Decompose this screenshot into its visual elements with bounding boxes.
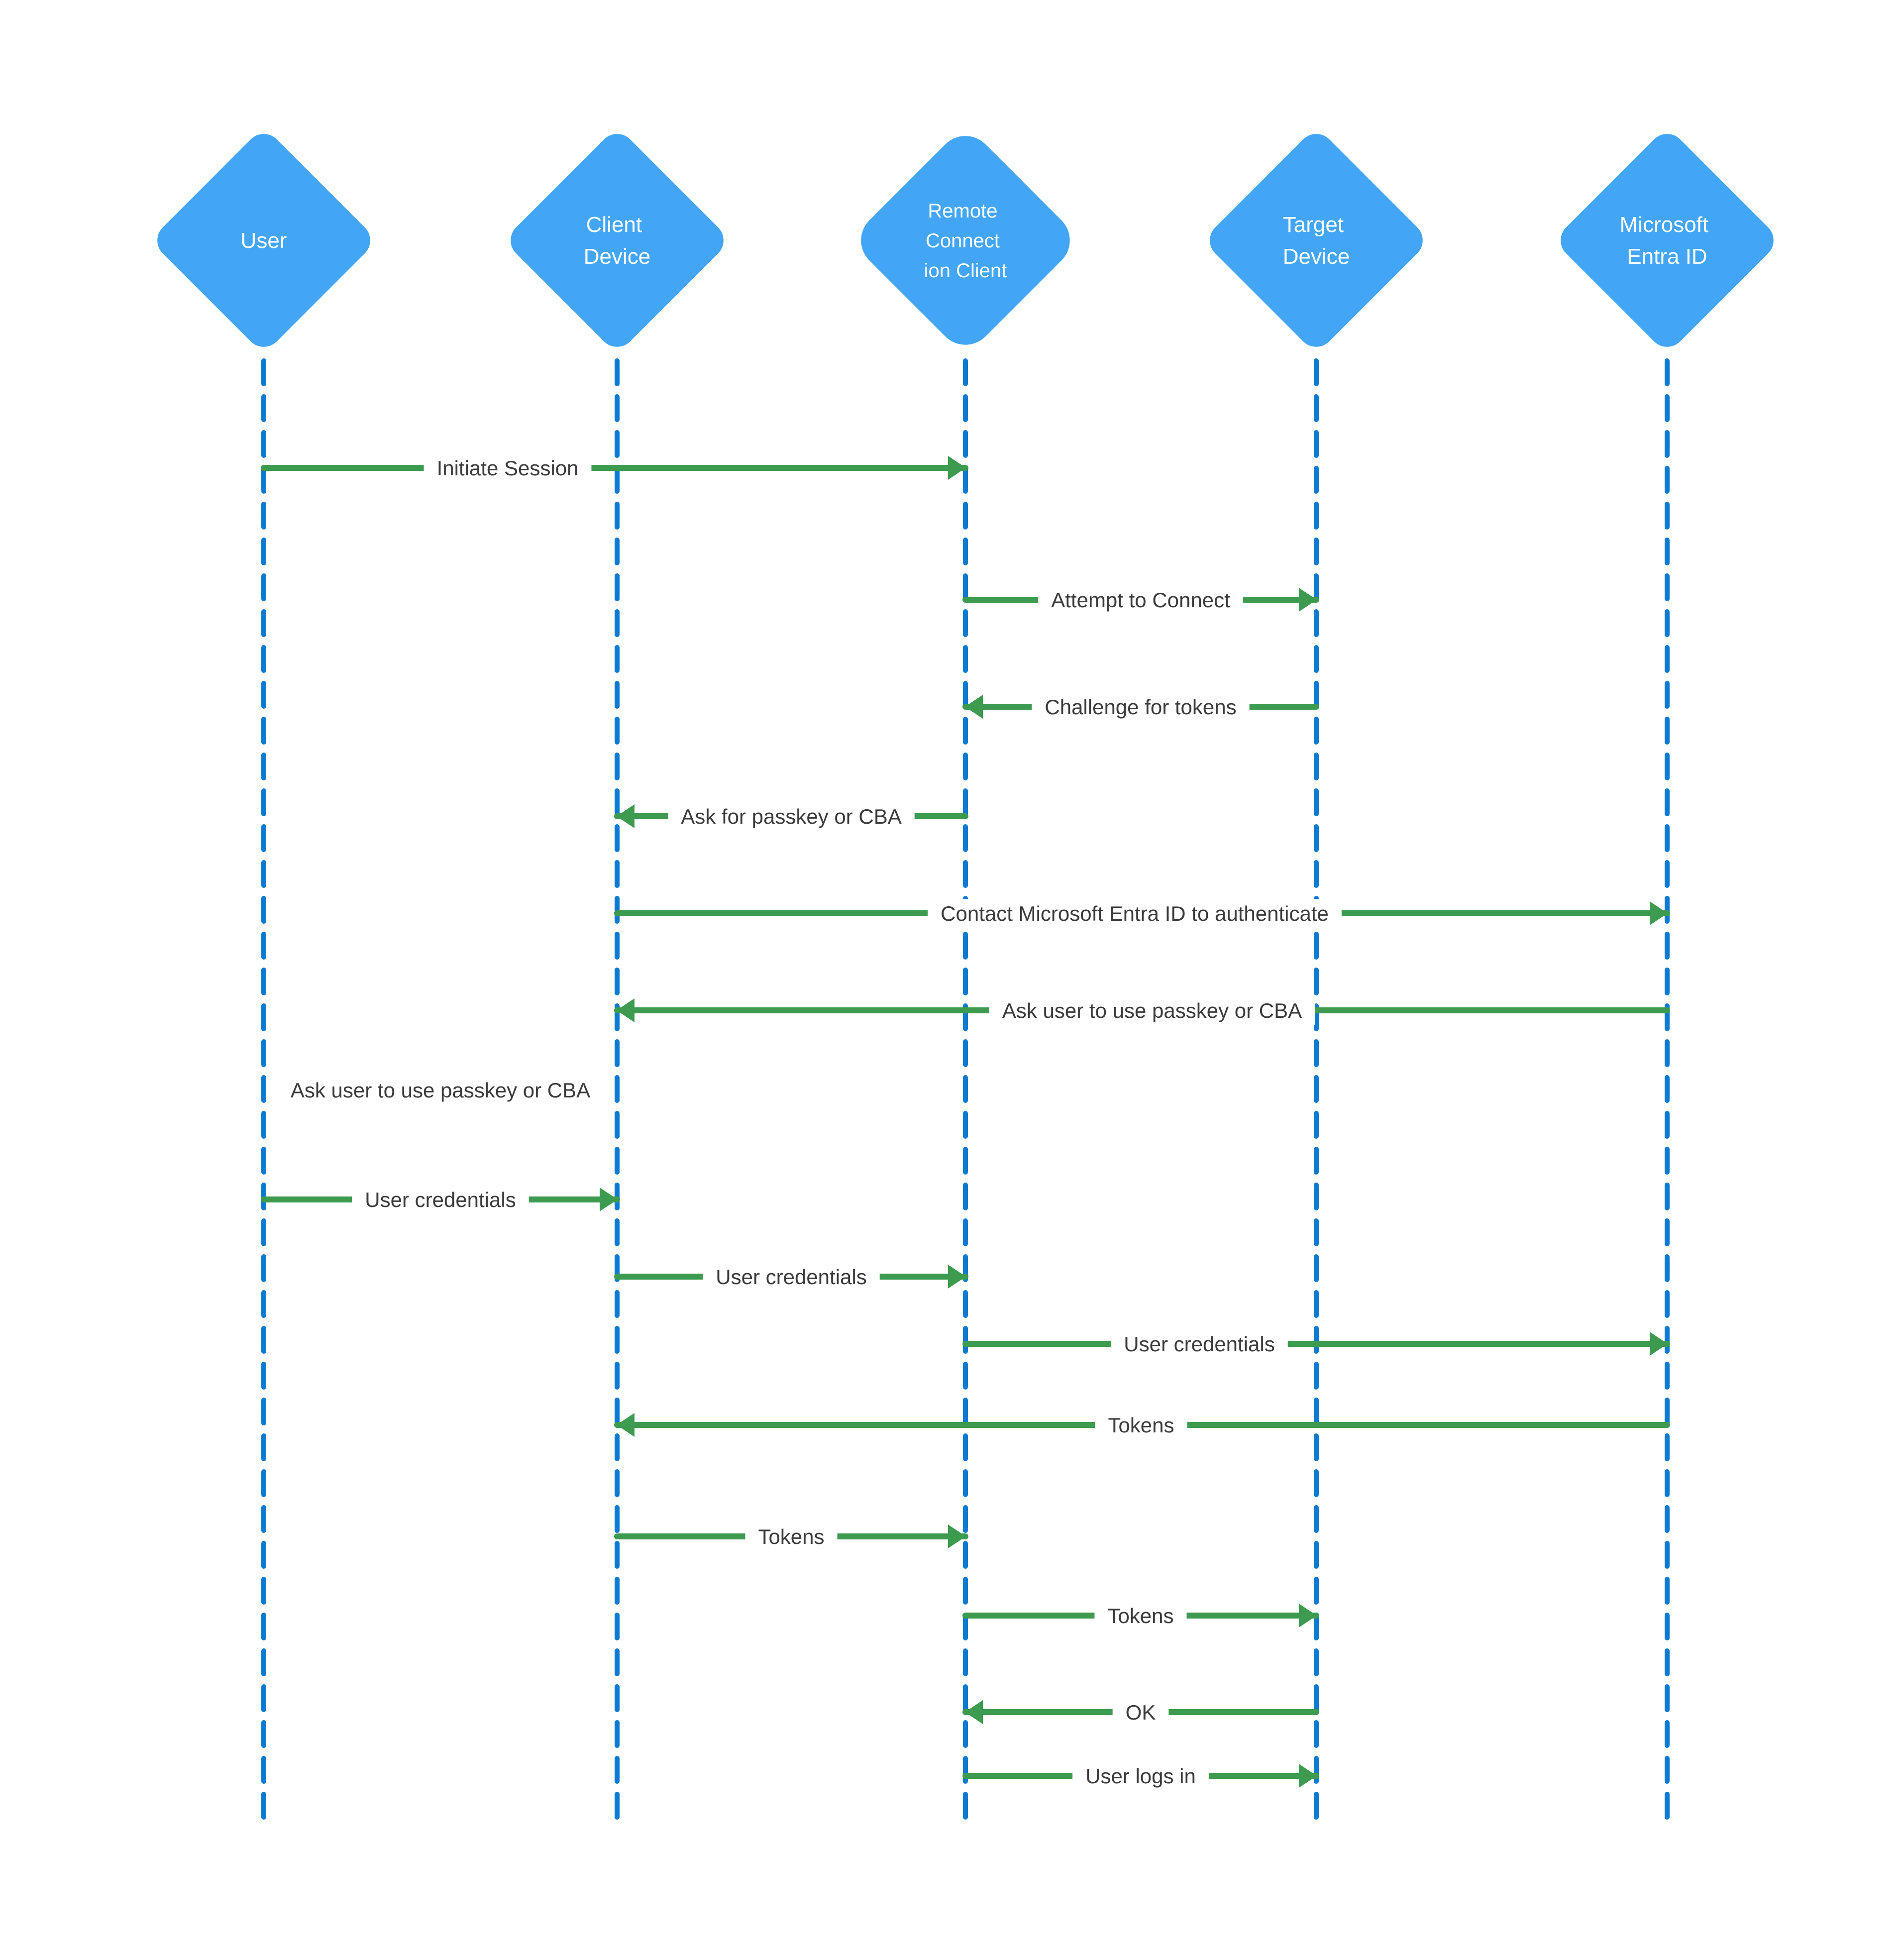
actor-microsoft-entra-id: Microsoft Entra ID <box>1561 134 1774 1827</box>
message-label-backdrop <box>352 1185 529 1214</box>
message-label-backdrop <box>1111 1329 1288 1359</box>
message-label: Challenge for tokens <box>1045 695 1236 719</box>
message-label-backdrop <box>423 453 592 483</box>
message-user-logs-in: User logs in <box>962 1761 1319 1791</box>
message-tokens-entra-to-client: Tokens <box>614 1410 1670 1440</box>
message-label: Ask user to use passkey or CBA <box>1002 999 1302 1022</box>
message-label: Ask for passkey or CBA <box>681 805 901 828</box>
actor-target-device: Target Device <box>1210 134 1423 1827</box>
actor-remote-connection-client: Remote Connect ion Client <box>861 136 1070 1827</box>
message-ok: OK <box>962 1698 1319 1727</box>
message-label: User logs in <box>1085 1764 1196 1788</box>
message-label: Initiate Session <box>437 456 579 480</box>
actor-diamond-user <box>157 134 370 347</box>
message-tokens-client-to-rcc: Tokens <box>614 1522 968 1551</box>
message-attempt-to-connect: Attempt to Connect <box>962 585 1319 615</box>
message-user-credentials-client-to-rcc: User credentials <box>614 1262 968 1292</box>
message-label-backdrop <box>1038 585 1244 615</box>
message-label-backdrop <box>703 1262 880 1292</box>
actor-client-device: Client Device <box>511 134 724 1827</box>
message-label-backdrop <box>1032 692 1250 722</box>
message-ask-user-passkey-client-to-user: Ask user to use passkey or CBA <box>277 1076 604 1105</box>
actor-diamond-remote-connection-client <box>861 136 1070 345</box>
message-label-backdrop <box>745 1522 838 1551</box>
message-label-backdrop <box>1112 1698 1169 1727</box>
message-ask-user-passkey-entra-to-client: Ask user to use passkey or CBA <box>614 996 1670 1025</box>
actor-diamond-target-device <box>1210 134 1423 347</box>
message-label-backdrop <box>989 996 1315 1025</box>
message-label: OK <box>1126 1701 1156 1724</box>
message-label: User credentials <box>716 1265 866 1289</box>
message-label-backdrop <box>1072 1761 1209 1791</box>
message-label-backdrop <box>1094 1601 1187 1630</box>
message-user-credentials-user-to-client: User credentials <box>261 1185 620 1214</box>
message-user-credentials-rcc-to-entra: User credentials <box>962 1329 1670 1359</box>
message-label-backdrop <box>277 1076 604 1105</box>
message-label-backdrop <box>928 899 1342 928</box>
message-label: Attempt to Connect <box>1051 588 1230 612</box>
message-label: Contact Microsoft Entra ID to authentica… <box>941 902 1329 925</box>
actor-label-target-device: Target Device <box>1283 213 1350 269</box>
message-label: Tokens <box>758 1525 824 1548</box>
message-ask-for-passkey-or-cba: Ask for passkey or CBA <box>614 802 968 831</box>
actor-label-client-device: Client Device <box>584 213 651 269</box>
message-label: Tokens <box>1107 1604 1173 1628</box>
actor-label-user: User <box>241 228 287 253</box>
actor-diamond-microsoft-entra-id <box>1561 134 1774 347</box>
actor-user: User <box>157 134 370 1827</box>
message-label-backdrop <box>1095 1410 1187 1440</box>
message-label: Tokens <box>1108 1413 1174 1437</box>
actor-label-microsoft-entra-id: Microsoft Entra ID <box>1620 213 1715 269</box>
actor-diamond-client-device <box>511 134 724 347</box>
message-initiate-session: Initiate Session <box>261 453 968 483</box>
message-label: User credentials <box>365 1188 516 1211</box>
message-label: User credentials <box>1124 1332 1274 1356</box>
message-label-backdrop <box>668 802 915 831</box>
message-contact-microsoft-entra-id: Contact Microsoft Entra ID to authentica… <box>614 899 1670 928</box>
message-label: Ask user to use passkey or CBA <box>291 1079 590 1102</box>
actor-label-remote-connection-client: Remote Connect ion Client <box>924 200 1007 282</box>
message-tokens-rcc-to-target: Tokens <box>962 1601 1319 1630</box>
message-challenge-for-tokens: Challenge for tokens <box>962 692 1319 722</box>
